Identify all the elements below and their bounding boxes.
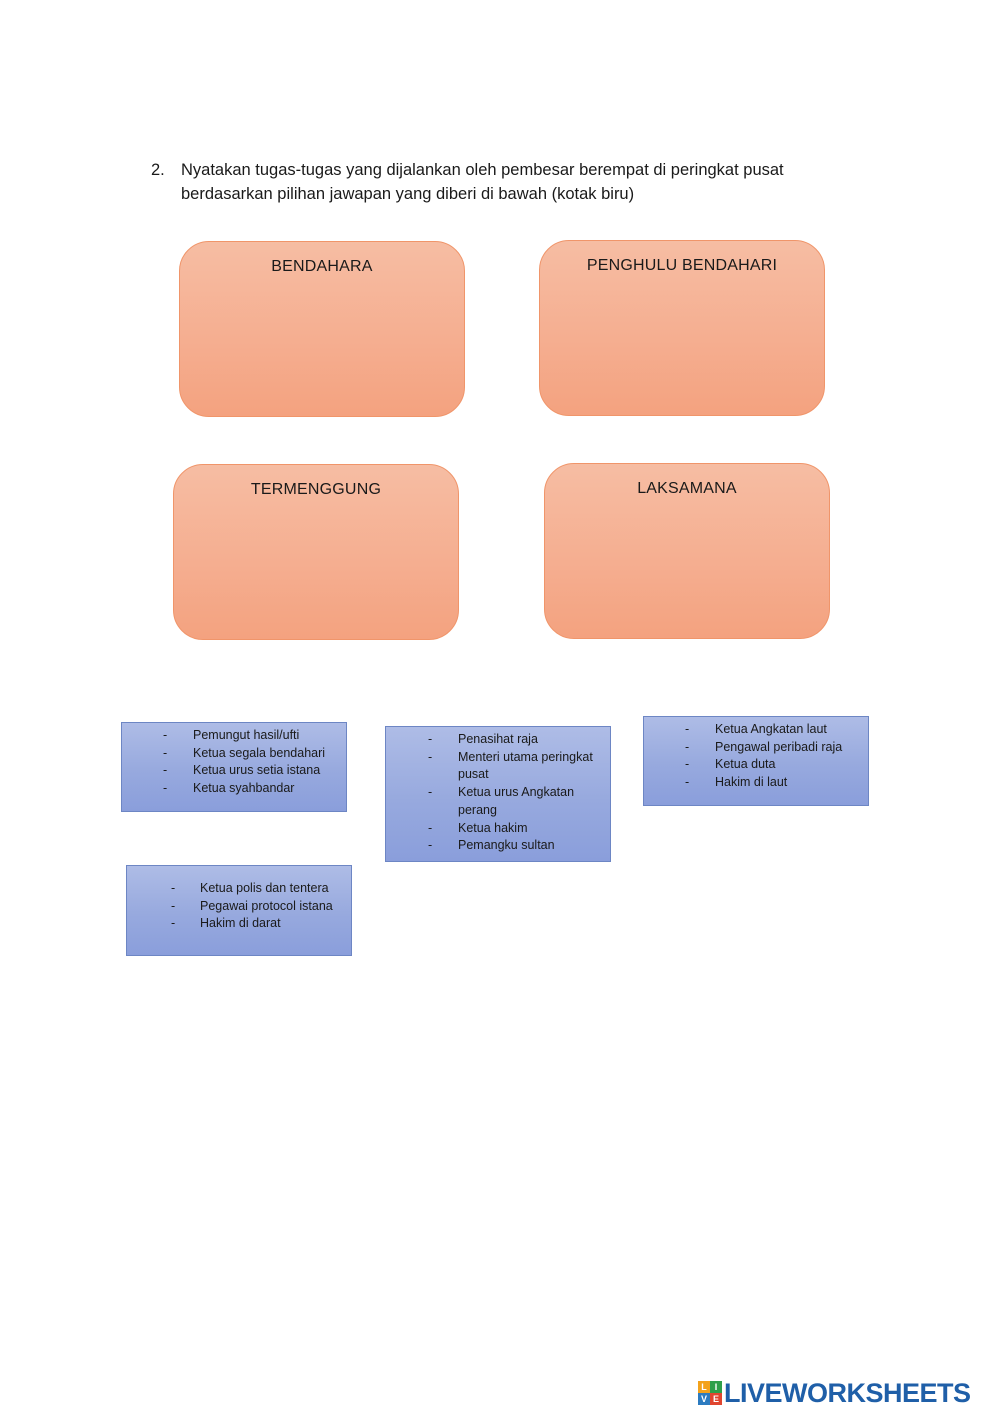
drop-zone-label: BENDAHARA: [271, 258, 373, 275]
bullet-dash: -: [685, 775, 690, 790]
drop-zone-label: TERMENGGUNG: [250, 481, 382, 498]
item-text: Pemangku sultan: [458, 838, 555, 853]
bullet-dash: -: [163, 763, 168, 778]
bullet-dash: -: [171, 898, 176, 913]
list-item: - Pengawal peribadi raja: [644, 739, 860, 757]
item-text: Hakim di darat: [200, 916, 281, 931]
item-text: Pemungut hasil/ufti: [193, 728, 300, 742]
question-number: 2.: [151, 161, 165, 179]
item-text: Menteri utama peringkat pusat: [458, 749, 593, 782]
item-text: Ketua polis dan tentera: [200, 881, 329, 895]
list-item: - Ketua syahbandar: [122, 780, 338, 798]
answer-card-1[interactable]: - Pemungut hasil/ufti - Ketua segala benda…: [121, 722, 347, 812]
item-text: Ketua Angkatan laut: [715, 722, 827, 736]
item-text: Ketua urus setia istana: [193, 763, 321, 778]
bullet-dash: -: [428, 838, 433, 853]
list-item: - Ketua urus setia istana: [122, 762, 338, 780]
bullet-dash: -: [428, 749, 433, 764]
liveworksheets-logo: L I V E LIVEWORKSHEETS: [698, 1375, 971, 1411]
item-text: Hakim di laut: [715, 775, 788, 790]
answer-card-4[interactable]: - Ketua polis dan tentera - Pegawai protoc…: [126, 865, 352, 956]
drop-zone-label: PENGHULU BENDAHARI: [586, 257, 778, 274]
brand-name: LIVEWORKSHEETS: [724, 1377, 971, 1408]
bullet-dash: -: [685, 757, 690, 772]
item-text: Pengawal peribadi raja: [715, 739, 843, 754]
item-text: Ketua duta: [715, 757, 776, 772]
list-item: - Pegawai protocol istana: [127, 898, 343, 916]
list-item: - Penasihat raja: [386, 731, 602, 749]
drop-zone-label: LAKSAMANA: [637, 480, 737, 497]
logo-letter: L: [698, 1381, 710, 1393]
item-text: Ketua segala bendahari: [193, 745, 326, 760]
list-item: - Ketua segala bendahari: [122, 745, 338, 763]
logo-letter: I: [710, 1381, 722, 1393]
item-text: Pegawai protocol istana: [200, 898, 333, 913]
bullet-dash: -: [428, 732, 433, 746]
bullet-dash: -: [428, 785, 433, 800]
bullet-dash: -: [685, 722, 690, 736]
list-item: - Ketua hakim: [386, 820, 602, 838]
bullet-dash: -: [428, 820, 433, 835]
list-item: - Menteri utama peringkat pusat: [386, 749, 602, 784]
drop-zone-penghulu-bendahari[interactable]: PENGHULU BENDAHARI: [539, 240, 825, 416]
answer-card-2[interactable]: - Penasihat raja - Menteri utama peringkat…: [385, 726, 611, 862]
answer-card-3[interactable]: - Ketua Angkatan laut - Pengawal peribadi …: [643, 716, 869, 806]
list-item: - Pemungut hasil/ufti: [122, 727, 338, 745]
bullet-dash: -: [171, 916, 176, 931]
item-text: Ketua urus Angkatan perang: [458, 785, 575, 817]
list-item: - Hakim di darat: [127, 915, 343, 933]
bullet-dash: -: [163, 728, 168, 742]
drop-zone-bendahara[interactable]: BENDAHARA: [179, 241, 465, 417]
list-item: - Ketua Angkatan laut: [644, 721, 860, 739]
bullet-dash: -: [171, 881, 176, 895]
bullet-dash: -: [685, 739, 690, 754]
bullet-dash: -: [163, 745, 168, 760]
list-item: - Ketua urus Angkatan perang: [386, 784, 602, 819]
bullet-dash: -: [163, 781, 168, 796]
liveworksheets-icon: L I V E: [698, 1381, 722, 1405]
item-text: Ketua syahbandar: [193, 781, 295, 796]
item-text: Ketua hakim: [458, 820, 528, 835]
list-item: - Ketua polis dan tentera: [127, 880, 343, 898]
question-text: Nyatakan tugas-tugas yang dijalankan ole…: [181, 161, 784, 203]
item-text: Penasihat raja: [458, 732, 538, 746]
logo-letter: V: [698, 1393, 710, 1405]
question: 2. Nyatakan tugas-tugas yang dijalankan …: [151, 158, 851, 206]
list-item: - Ketua duta: [644, 756, 860, 774]
drop-zone-laksamana[interactable]: LAKSAMANA: [544, 463, 830, 639]
list-item: - Hakim di laut: [644, 774, 860, 792]
drop-zone-termenggung[interactable]: TERMENGGUNG: [173, 464, 459, 640]
logo-letter: E: [710, 1393, 722, 1405]
list-item: - Pemangku sultan: [386, 837, 602, 855]
